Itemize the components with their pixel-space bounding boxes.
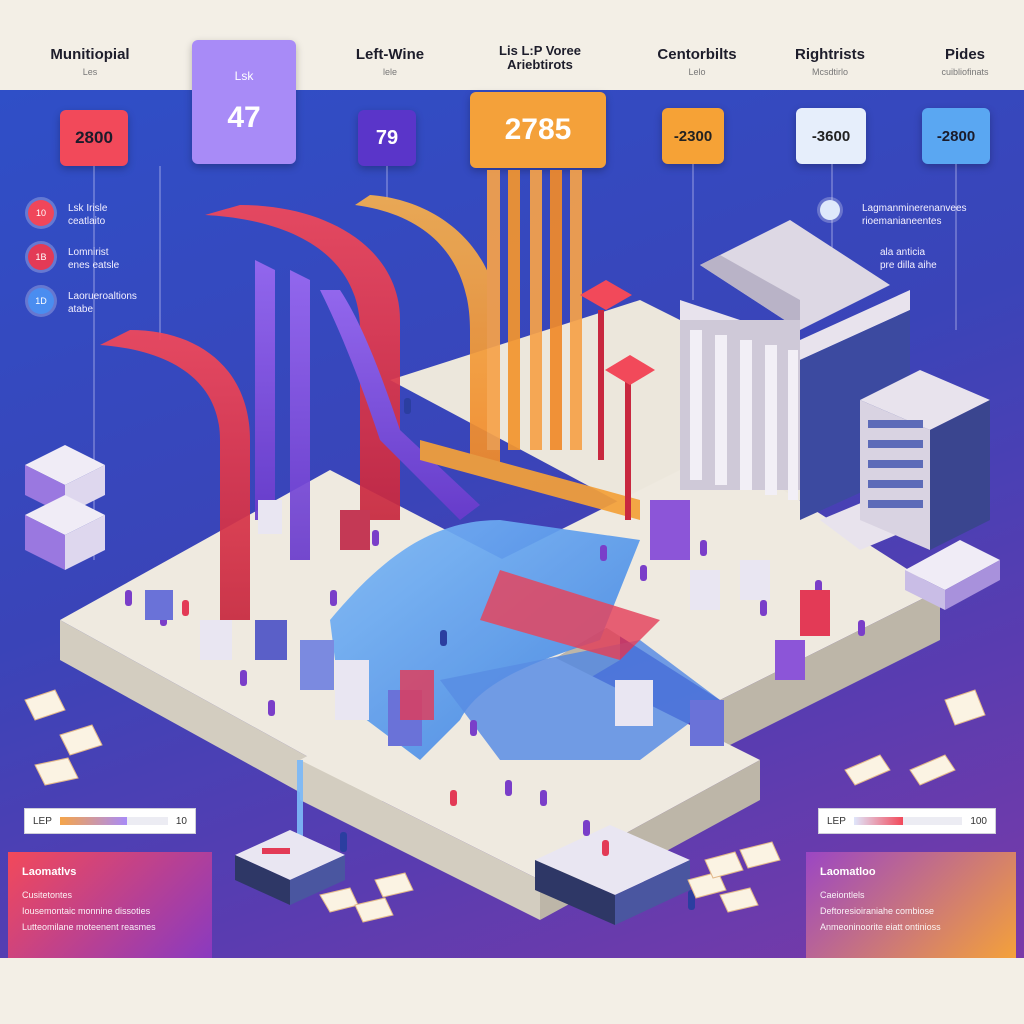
right-note-2: ala anticia pre dilla aihe — [880, 246, 1020, 272]
header-rightrists-sub: Mcsdtirlo — [811, 67, 848, 77]
header-municipal-title: Munitiopial — [50, 46, 130, 63]
block-houses — [145, 500, 830, 746]
progress-bar-left: LEP 10 — [24, 808, 196, 834]
progress-bar-left-value: 10 — [175, 815, 187, 827]
marker-poles — [580, 280, 655, 520]
right-note-1: Lagmanminerenanvees rioemanianeentes — [862, 202, 1002, 228]
info-panel-right-title: Laomatloo — [820, 866, 876, 878]
header-left-wing: Left-Wine lele — [315, 46, 465, 77]
value-card-pides: -2800 — [922, 108, 990, 164]
legend-badge-laorueroaltions: 1D — [28, 288, 54, 314]
right-note-line: ala anticia — [880, 247, 926, 258]
office-building — [860, 370, 990, 550]
value-card-rightrists-value: -3600 — [811, 127, 851, 145]
value-card-municipal: 2800 — [60, 110, 128, 166]
progress-bar-right: LEP 100 — [818, 808, 996, 834]
right-note-line: rioemanianeentes — [862, 216, 942, 227]
info-panel-left: Laomatlvs Cusitetontes Iousemontaic monn… — [8, 852, 212, 958]
header-centerbilts: Centorbilts Lelo — [622, 46, 772, 77]
progress-bar-right-value: 100 — [970, 815, 987, 827]
legend-text-lomnirist: Lomnirist enes eatsle — [68, 246, 119, 272]
header-left-wing-title: Left-Wine — [355, 46, 425, 63]
progress-bar-right-track — [853, 817, 963, 825]
ballot-boxes — [235, 825, 690, 925]
stacked-boxes-left — [25, 445, 105, 570]
header-lip-voters-title: Lis L:P Voree Ariebtirots — [499, 43, 581, 72]
note-dot-icon — [820, 200, 840, 220]
legend-text-laorueroaltions: Laorueroaltions atabe — [68, 290, 137, 316]
progress-bar-left-fill — [59, 817, 127, 825]
value-card-left-wing: 79 — [358, 110, 416, 166]
header-rightrists: Rightrists Mcsdtirlo — [755, 46, 905, 77]
legend-line: Laorueroaltions — [68, 291, 137, 302]
info-panel-right-line: Deftoresioiraniahe combiose — [820, 906, 935, 916]
legend-badge-text: 1B — [35, 252, 47, 262]
header-pides-title: Pides — [944, 46, 986, 63]
header-left-wing-sub: lele — [382, 67, 397, 77]
right-note-line: Lagmanminerenanvees — [862, 203, 967, 214]
header-pides: Pides cuibliofinats — [890, 46, 1024, 77]
value-card-lsk-value: 47 — [227, 101, 261, 134]
header-lip-voters: Lis L:P Voree Ariebtirots — [470, 44, 610, 72]
value-card-lip-voters-value: 2785 — [504, 113, 572, 146]
value-card-lip-voters: 2785 — [470, 92, 606, 168]
value-card-left-wing-value: 79 — [375, 126, 399, 149]
ballot-papers — [24, 689, 986, 923]
legend-badge-text: 1D — [35, 296, 47, 306]
right-note-line: pre dilla aihe — [880, 260, 937, 271]
legend-line: enes eatsle — [68, 260, 120, 271]
header-centerbilts-sub: Lelo — [688, 67, 706, 77]
value-card-centerbilts-value: -2300 — [673, 127, 713, 145]
classical-building — [680, 220, 980, 550]
legend-text-lsk-irisle: Lsk Irisle ceatlaito — [68, 202, 107, 228]
header-pides-sub: cuibliofinats — [941, 67, 989, 77]
header-centerbilts-title: Centorbilts — [657, 46, 737, 63]
value-card-lsk-label: Lsk — [234, 69, 254, 83]
value-card-centerbilts: -2300 — [662, 108, 724, 164]
value-card-rightrists: -3600 — [796, 108, 866, 164]
info-panel-right-line: Caeiontlels — [820, 890, 865, 900]
info-panel-left-line: Cusitetontes — [22, 890, 73, 900]
info-panel-right-line: Anmeoninoorite eiatt ontinioss — [820, 922, 941, 932]
value-card-lsk: Lsk 47 — [192, 40, 296, 164]
info-panel-right: Laomatloo Caeiontlels Deftoresioiraniahe… — [806, 852, 1016, 958]
progress-bar-right-fill — [853, 817, 903, 825]
legend-line: Lsk Irisle — [68, 203, 108, 214]
header-municipal: Munitiopial Les — [15, 46, 165, 77]
info-panel-left-line: Iousemontaic monnine dissoties — [22, 906, 151, 916]
info-panel-left-line: Lutteomilane moteenent reasmes — [22, 922, 156, 932]
progress-bar-left-label: LEP — [33, 815, 52, 827]
small-box-right — [905, 540, 1000, 610]
legend-badge-lomnirist: 1B — [28, 244, 54, 270]
legend-line: ceatlaito — [68, 216, 106, 227]
legend-badge-lsk-irisle: 10 — [28, 200, 54, 226]
progress-bar-right-label: LEP — [827, 815, 846, 827]
legend-line: Lomnirist — [68, 247, 109, 258]
legend-badge-text: 10 — [35, 208, 46, 218]
value-card-municipal-value: 2800 — [75, 128, 113, 147]
header-rightrists-title: Rightrists — [794, 46, 865, 63]
value-card-pides-value: -2800 — [936, 127, 976, 145]
progress-bar-left-track — [59, 817, 168, 825]
legend-line: atabe — [68, 304, 94, 315]
info-panel-left-title: Laomatlvs — [22, 866, 77, 878]
header-municipal-sub: Les — [82, 67, 98, 77]
